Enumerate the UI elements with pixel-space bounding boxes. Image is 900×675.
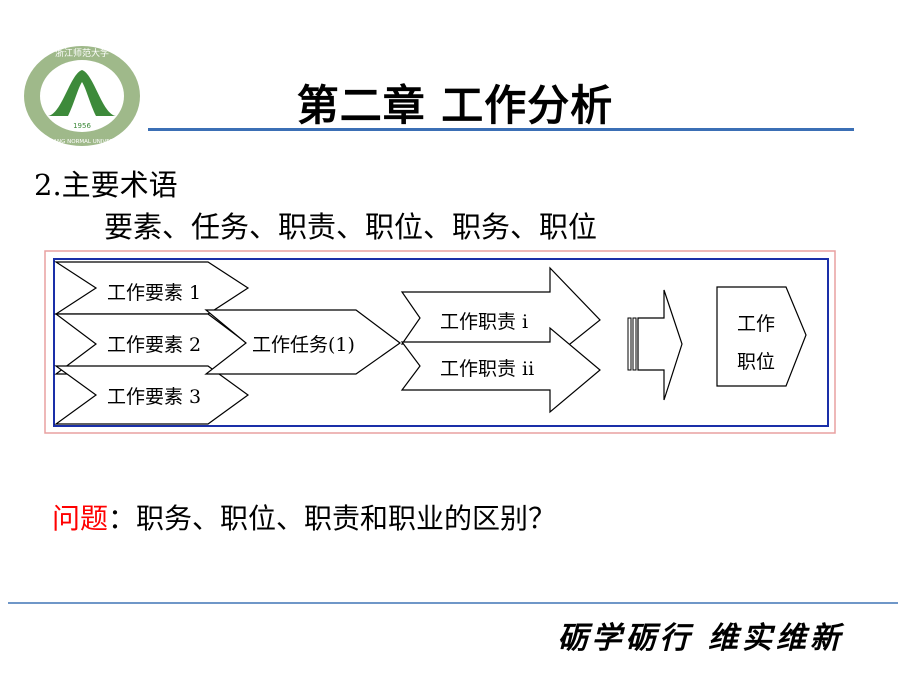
footer-divider [8, 602, 898, 604]
diagram-outer-border [44, 250, 836, 434]
diagram-inner-border [53, 258, 829, 427]
position-label-line2: 职位 [737, 351, 775, 373]
job-analysis-diagram: 工作要素 1 工作要素 2 工作要素 3 工作任务(1) 工作职责 i 工作职责… [44, 250, 836, 434]
page-title: 第二章 工作分析 [296, 81, 614, 130]
position-label-line1: 工作 [737, 313, 775, 335]
element-label-2: 工作要素 2 [107, 334, 201, 356]
university-logo: 1956 浙江师范大学 ZHEJIANG NORMAL UNIVERSITY [24, 46, 140, 146]
element-chevron-2: 工作要素 2 [54, 313, 249, 375]
element-chevron-1: 工作要素 1 [53, 261, 250, 315]
task-chevron: 工作任务(1) [204, 309, 402, 375]
logo-english-text: ZHEJIANG NORMAL UNIVERSITY [39, 139, 126, 145]
duty-label-2: 工作职责 ii [440, 358, 534, 380]
block-arrow-icon [627, 289, 683, 401]
duty-label-1: 工作职责 i [440, 311, 528, 333]
logo-mountain-inner [68, 82, 96, 116]
question-line: 问题：职务、职位、职责和职业的区别？ [52, 497, 556, 537]
position-shape: 工作 职位 [716, 286, 807, 387]
terms-list: 要素、任务、职责、职位、职务、职位 [104, 210, 598, 244]
motto-text: 砺学砺行 维实维新 [558, 621, 845, 656]
element-chevron-3: 工作要素 3 [54, 365, 250, 425]
element-label-3: 工作要素 3 [107, 386, 201, 408]
duty-arrow-2: 工作职责 ii [400, 326, 601, 414]
university-motto: 砺学砺行 维实维新 [558, 621, 845, 656]
question-label: 问题 [52, 502, 109, 535]
logo-arc-text: 浙江师范大学 [55, 47, 109, 59]
task-label: 工作任务(1) [252, 334, 355, 356]
question-text: ：职务、职位、职责和职业的区别？ [108, 502, 557, 535]
logo-year: 1956 [73, 122, 91, 130]
title-divider [148, 128, 854, 131]
element-label-1: 工作要素 1 [107, 282, 201, 304]
section-heading: 2.主要术语 [34, 168, 178, 202]
